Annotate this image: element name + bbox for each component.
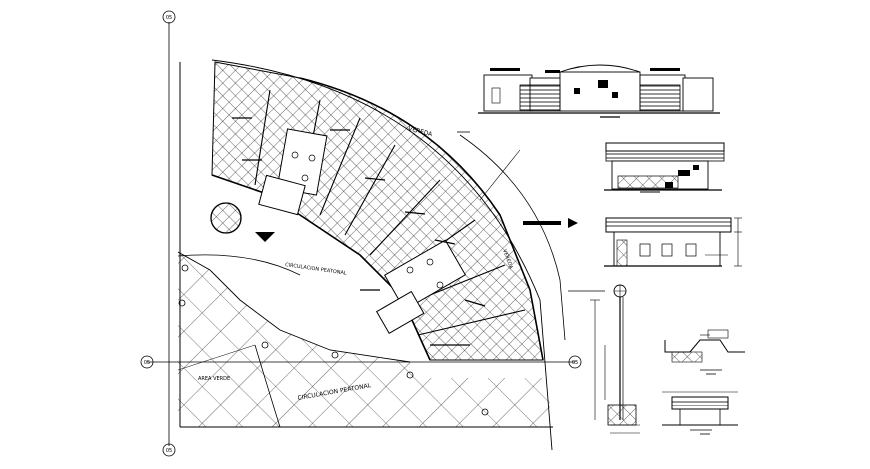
building-section-b bbox=[604, 217, 742, 267]
axis-marker-bottom: 05 bbox=[162, 443, 176, 457]
axis-marker-top: 05 bbox=[162, 10, 176, 24]
front-elevation bbox=[478, 64, 720, 118]
curved-building bbox=[211, 61, 544, 361]
label-circulacion-peatonal-upper: CIRCULACION PEATONAL bbox=[285, 262, 347, 277]
section-arrow bbox=[523, 218, 578, 228]
entrance-arrow-icon bbox=[255, 232, 275, 242]
axis-marker-right-label: 05 bbox=[572, 360, 578, 366]
axis-marker-bottom-label: 05 bbox=[166, 448, 172, 454]
lamp-post-detail bbox=[568, 284, 640, 434]
label-area-verde: AREA VERDE bbox=[198, 376, 230, 382]
axis-marker-top-label: 05 bbox=[166, 15, 172, 21]
axis-marker-right: 05 bbox=[568, 355, 582, 369]
axis-marker-left: 05 bbox=[140, 355, 154, 369]
building-section-a bbox=[604, 142, 725, 193]
tree-markers bbox=[178, 264, 489, 416]
circular-planter bbox=[210, 202, 275, 242]
construction-detail-a bbox=[664, 329, 745, 375]
construction-detail-b bbox=[662, 391, 738, 435]
axis-marker-left-label: 05 bbox=[144, 360, 150, 366]
arrow-right-icon bbox=[568, 218, 578, 228]
